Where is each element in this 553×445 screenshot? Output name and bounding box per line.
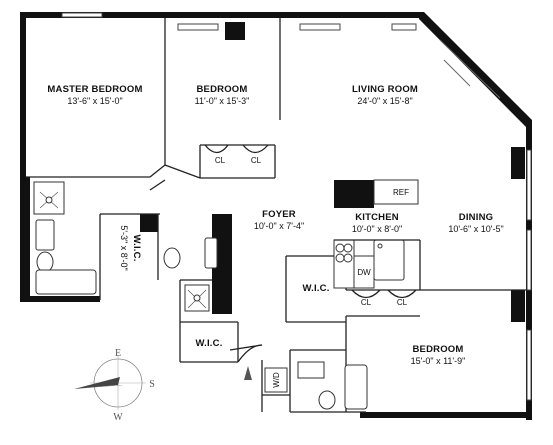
bath-fixtures	[33, 181, 368, 410]
windows	[61, 12, 532, 401]
dining-dims: 10'-6" x 10'-5"	[448, 224, 503, 234]
kitchen-label: KITCHEN	[355, 212, 399, 223]
master-bedroom-dims: 13'-6" x 15'-0"	[67, 96, 122, 106]
foyer-label: FOYER	[262, 209, 296, 220]
compass-top-letter: E	[115, 348, 121, 359]
dw-label: DW	[357, 268, 371, 277]
wic-left-label: W.I.C.	[195, 338, 222, 349]
closet-doors	[204, 144, 417, 299]
closet-label-4: CL	[397, 298, 408, 307]
kitchen-fixtures	[333, 179, 421, 290]
closet-label-3: CL	[361, 298, 372, 307]
entry-arrow-icon	[244, 366, 252, 380]
master-bedroom-label: MASTER BEDROOM	[47, 84, 142, 95]
compass-right-letter: S	[149, 379, 155, 390]
wic-center-label: W.I.C.	[302, 283, 329, 294]
closet-label-2: CL	[251, 156, 262, 165]
bedroom-bottom-label: BEDROOM	[412, 344, 463, 355]
wic-master-dims: 5'-3" x 8'-0"	[119, 225, 129, 270]
compass-icon: E S W	[74, 348, 155, 423]
foyer-dims: 10'-0" x 7'-4"	[254, 221, 304, 231]
living-room-dims: 24'-0" x 15'-8"	[357, 96, 412, 106]
bedroom-top-label: BEDROOM	[196, 84, 247, 95]
dining-label: DINING	[459, 212, 493, 223]
bedroom-top-dims: 11'-0" x 15'-3"	[195, 96, 250, 106]
interior-walls	[26, 18, 526, 413]
wd-label: W/D	[272, 372, 281, 388]
closet-label-1: CL	[215, 156, 226, 165]
ref-label: REF	[393, 188, 409, 197]
kitchen-dims: 10'-0" x 8'-0"	[352, 224, 402, 234]
room-labels: MASTER BEDROOM 13'-6" x 15'-0" BEDROOM 1…	[47, 84, 503, 388]
wic-master-label: W.I.C.	[131, 234, 142, 261]
living-room-label: LIVING ROOM	[352, 84, 418, 95]
bedroom-bottom-dims: 15'-0" x 11'-9"	[411, 356, 466, 366]
compass-bottom-letter: W	[113, 412, 123, 423]
